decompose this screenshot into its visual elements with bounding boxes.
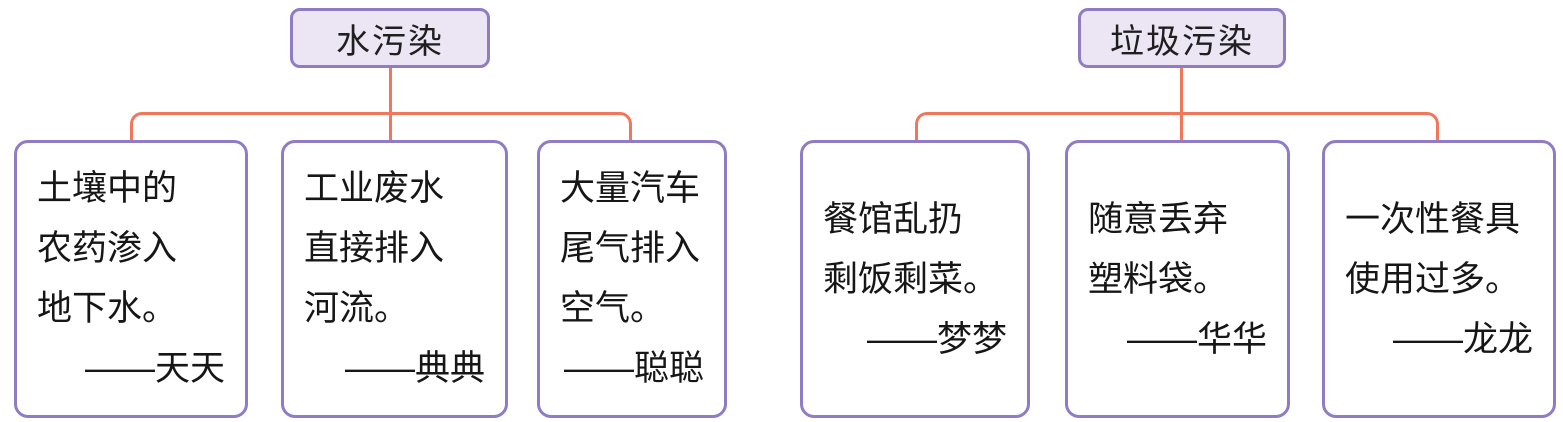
note-author: ——华华 (1126, 320, 1267, 359)
connector-bracket-water (130, 112, 632, 140)
connector-stem-water (389, 68, 392, 140)
note-text: 随意丢弃 塑料袋。 (1088, 200, 1229, 299)
note-card-plastic-bags: 随意丢弃 塑料袋。 ——华华 (1065, 140, 1290, 418)
note-text: 工业废水 直接排入 河流。 (304, 169, 445, 328)
note-card-soil-pesticide: 土壤中的 农药渗入 地下水。 ——天天 (14, 140, 248, 418)
root-node-garbage-pollution: 垃圾污染 (1078, 8, 1286, 68)
connector-stem-garbage (1180, 68, 1183, 140)
note-card-industrial-wastewater: 工业废水 直接排入 河流。 ——典典 (281, 140, 508, 418)
note-text: 大量汽车 尾气排入 空气。 (560, 169, 701, 328)
note-card-restaurant-food-waste: 餐馆乱扔 剩饭剩菜。 ——梦梦 (800, 140, 1030, 418)
note-author: ——天天 (84, 349, 225, 388)
note-author: ——梦梦 (866, 320, 1007, 359)
note-card-car-exhaust: 大量汽车 尾气排入 空气。 ——聪聪 (537, 140, 727, 418)
note-text: 一次性餐具 使用过多。 (1345, 200, 1521, 299)
note-author: ——聪聪 (563, 349, 704, 388)
connector-bracket-garbage (915, 112, 1439, 140)
root-node-water-pollution: 水污染 (290, 8, 490, 68)
note-author: ——龙龙 (1392, 320, 1533, 359)
note-text: 土壤中的 农药渗入 地下水。 (37, 169, 178, 328)
note-card-disposable-tableware: 一次性餐具 使用过多。 ——龙龙 (1322, 140, 1556, 418)
note-text: 餐馆乱扔 剩饭剩菜。 (823, 200, 999, 299)
note-author: ——典典 (344, 349, 485, 388)
